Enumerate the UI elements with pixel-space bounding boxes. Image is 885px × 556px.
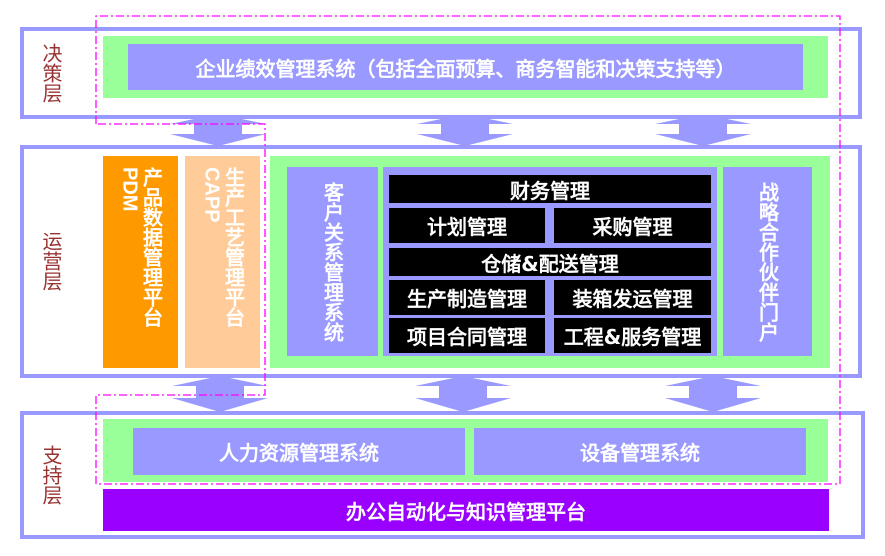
operation-layer-label: 运营层 bbox=[39, 231, 63, 291]
module-finance: 财务管理 bbox=[389, 175, 711, 203]
equipment-system: 设备管理系统 bbox=[474, 428, 806, 475]
partner-portal: 战略合作伙伴门户 bbox=[723, 167, 812, 356]
crm-label: 客户关系管理系统 bbox=[320, 181, 345, 342]
module-purchasing: 采购管理 bbox=[554, 208, 711, 243]
crm-system: 客户关系管理系统 bbox=[287, 167, 378, 356]
pdm-cn: 产品数据管理平台 bbox=[139, 167, 164, 327]
double-arrow-icon bbox=[172, 376, 268, 412]
capp-en: CAPP bbox=[200, 167, 223, 223]
double-arrow-icon bbox=[417, 114, 513, 146]
pdm-en: PDM bbox=[118, 167, 141, 212]
module-manufacturing: 生产制造管理 bbox=[389, 280, 545, 315]
double-arrow-icon bbox=[170, 114, 266, 146]
decision-layer-label: 决策层 bbox=[39, 43, 63, 103]
module-engineering-service: 工程&服务管理 bbox=[554, 318, 711, 353]
double-arrow-icon bbox=[665, 376, 761, 412]
module-contracts: 项目合同管理 bbox=[389, 318, 545, 353]
module-warehouse: 仓储&配送管理 bbox=[389, 248, 711, 276]
double-arrow-icon bbox=[415, 376, 511, 412]
support-layer-label: 支持层 bbox=[39, 445, 63, 505]
partner-label: 战略合作伙伴门户 bbox=[755, 181, 780, 342]
module-shipping: 装箱发运管理 bbox=[554, 280, 711, 315]
double-arrow-icon bbox=[655, 114, 751, 146]
capp-cn: 生产工艺管理平台 bbox=[221, 167, 246, 327]
module-planning: 计划管理 bbox=[389, 208, 545, 243]
hr-system: 人力资源管理系统 bbox=[133, 428, 465, 475]
epm-system: 企业绩效管理系统（包括全面预算、商务智能和决策支持等） bbox=[128, 44, 803, 90]
oa-platform: 办公自动化与知识管理平台 bbox=[103, 489, 829, 531]
